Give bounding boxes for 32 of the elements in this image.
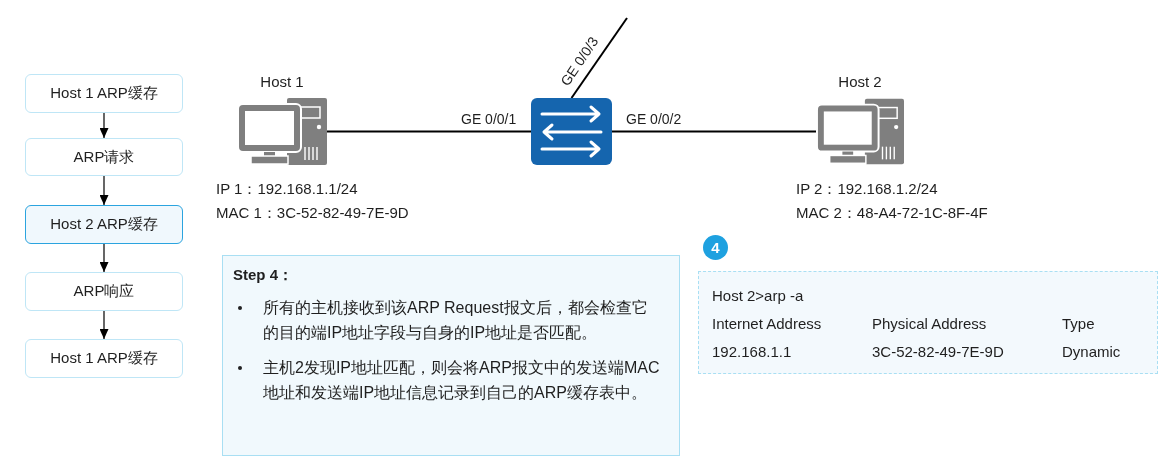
address-label: MAC 2：48-A4-72-1C-8F-4F xyxy=(796,203,988,223)
host-name-label: Host 2 xyxy=(838,72,882,92)
link-line xyxy=(326,130,532,133)
link-line xyxy=(570,17,628,99)
address-label: IP 1：192.168.1.1/24 xyxy=(216,179,358,199)
bullet-text: 主机2发现IP地址匹配，则会将ARP报文中的发送端MAC地址和发送端IP地址信息记录到自己的ARP缓存表中。 xyxy=(263,358,661,403)
arrow xyxy=(99,112,109,139)
table-value: Dynamic xyxy=(1062,342,1121,360)
column-header: Internet Address xyxy=(712,314,822,332)
process-box: Host 2 ARP缓存 xyxy=(25,205,183,244)
process-box: Host 1 ARP缓存 xyxy=(25,339,183,378)
switch-icon xyxy=(531,98,612,165)
step-heading: Step 4： xyxy=(233,265,293,285)
table-value: 192.168.1.1 xyxy=(712,342,792,360)
arrow xyxy=(99,175,109,206)
command-text: Host 2>arp -a xyxy=(712,286,804,304)
link-line xyxy=(611,130,817,133)
step-number-badge: 4 xyxy=(703,235,728,260)
process-box: ARP请求 xyxy=(25,138,183,176)
arrow xyxy=(99,243,109,273)
terminal-panel xyxy=(698,271,1158,374)
table-value: 3C-52-82-49-7E-9D xyxy=(872,342,1004,360)
arrow xyxy=(99,310,109,340)
bullet-text: 所有的主机接收到该ARP Request报文后，都会检查它的目的端IP地址字段与自身的IP地址是否匹配。 xyxy=(263,298,649,343)
column-header: Physical Address xyxy=(872,314,987,332)
process-box: ARP响应 xyxy=(25,272,183,311)
host-name-label: Host 1 xyxy=(260,72,304,92)
column-header: Type xyxy=(1062,314,1095,332)
address-label: MAC 1：3C-52-82-49-7E-9D xyxy=(216,203,409,223)
process-box: Host 1 ARP缓存 xyxy=(25,74,183,113)
address-label: IP 2：192.168.1.2/24 xyxy=(796,179,938,199)
note-panel xyxy=(222,255,680,456)
